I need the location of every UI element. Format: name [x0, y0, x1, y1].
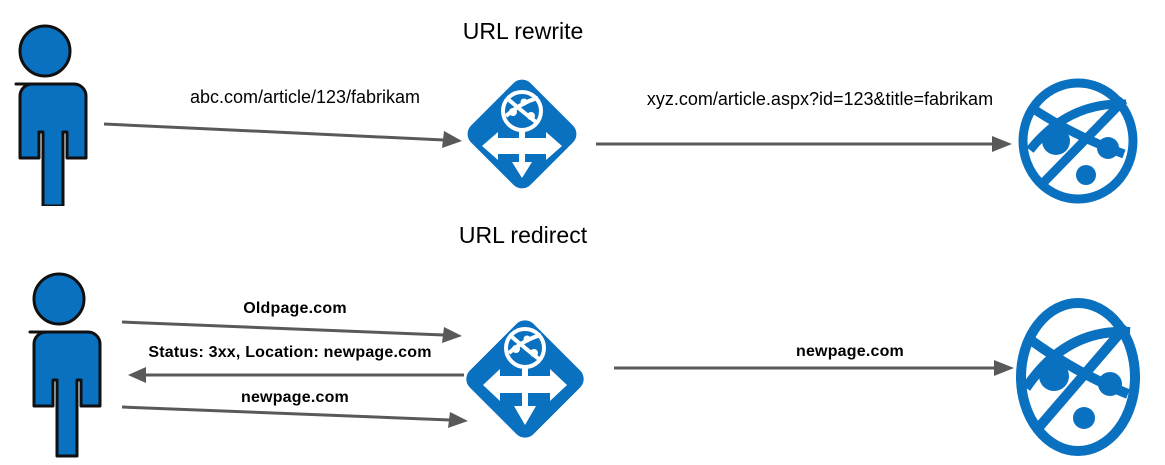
web-globe-icon: [1014, 78, 1142, 204]
arrow-module-to-server: [596, 132, 1014, 156]
url-rewrite-module-icon-redirect: [462, 296, 588, 462]
edge-label-response-3xx: Status: 3xx, Location: newpage.com: [148, 344, 432, 361]
arrow-client-to-module: [103, 118, 464, 150]
url-rewrite-module-icon: [460, 72, 584, 196]
edge-label-module-to-server: xyz.com/article.aspx?id=123&title=fabrik…: [646, 89, 994, 109]
web-globe-icon-redirect: [1012, 296, 1144, 458]
person-icon: [4, 24, 100, 206]
edge-label-module-to-server-newpage: newpage.com: [795, 343, 904, 360]
person-icon-redirect: [18, 272, 114, 458]
arrow-request-newpage: [121, 404, 470, 430]
edge-label-request-oldpage: Oldpage.com: [243, 300, 347, 317]
section-heading-url-rewrite: URL rewrite: [462, 18, 584, 44]
edge-label-request-newpage: newpage.com: [240, 389, 349, 406]
arrow-module-to-server-newpage: [614, 357, 1016, 379]
arrow-request-oldpage: [121, 318, 464, 344]
edge-label-client-to-module: abc.com/article/123/fabrikam: [189, 87, 421, 107]
arrow-response-3xx: [128, 364, 464, 386]
section-heading-url-redirect: URL redirect: [458, 222, 588, 248]
